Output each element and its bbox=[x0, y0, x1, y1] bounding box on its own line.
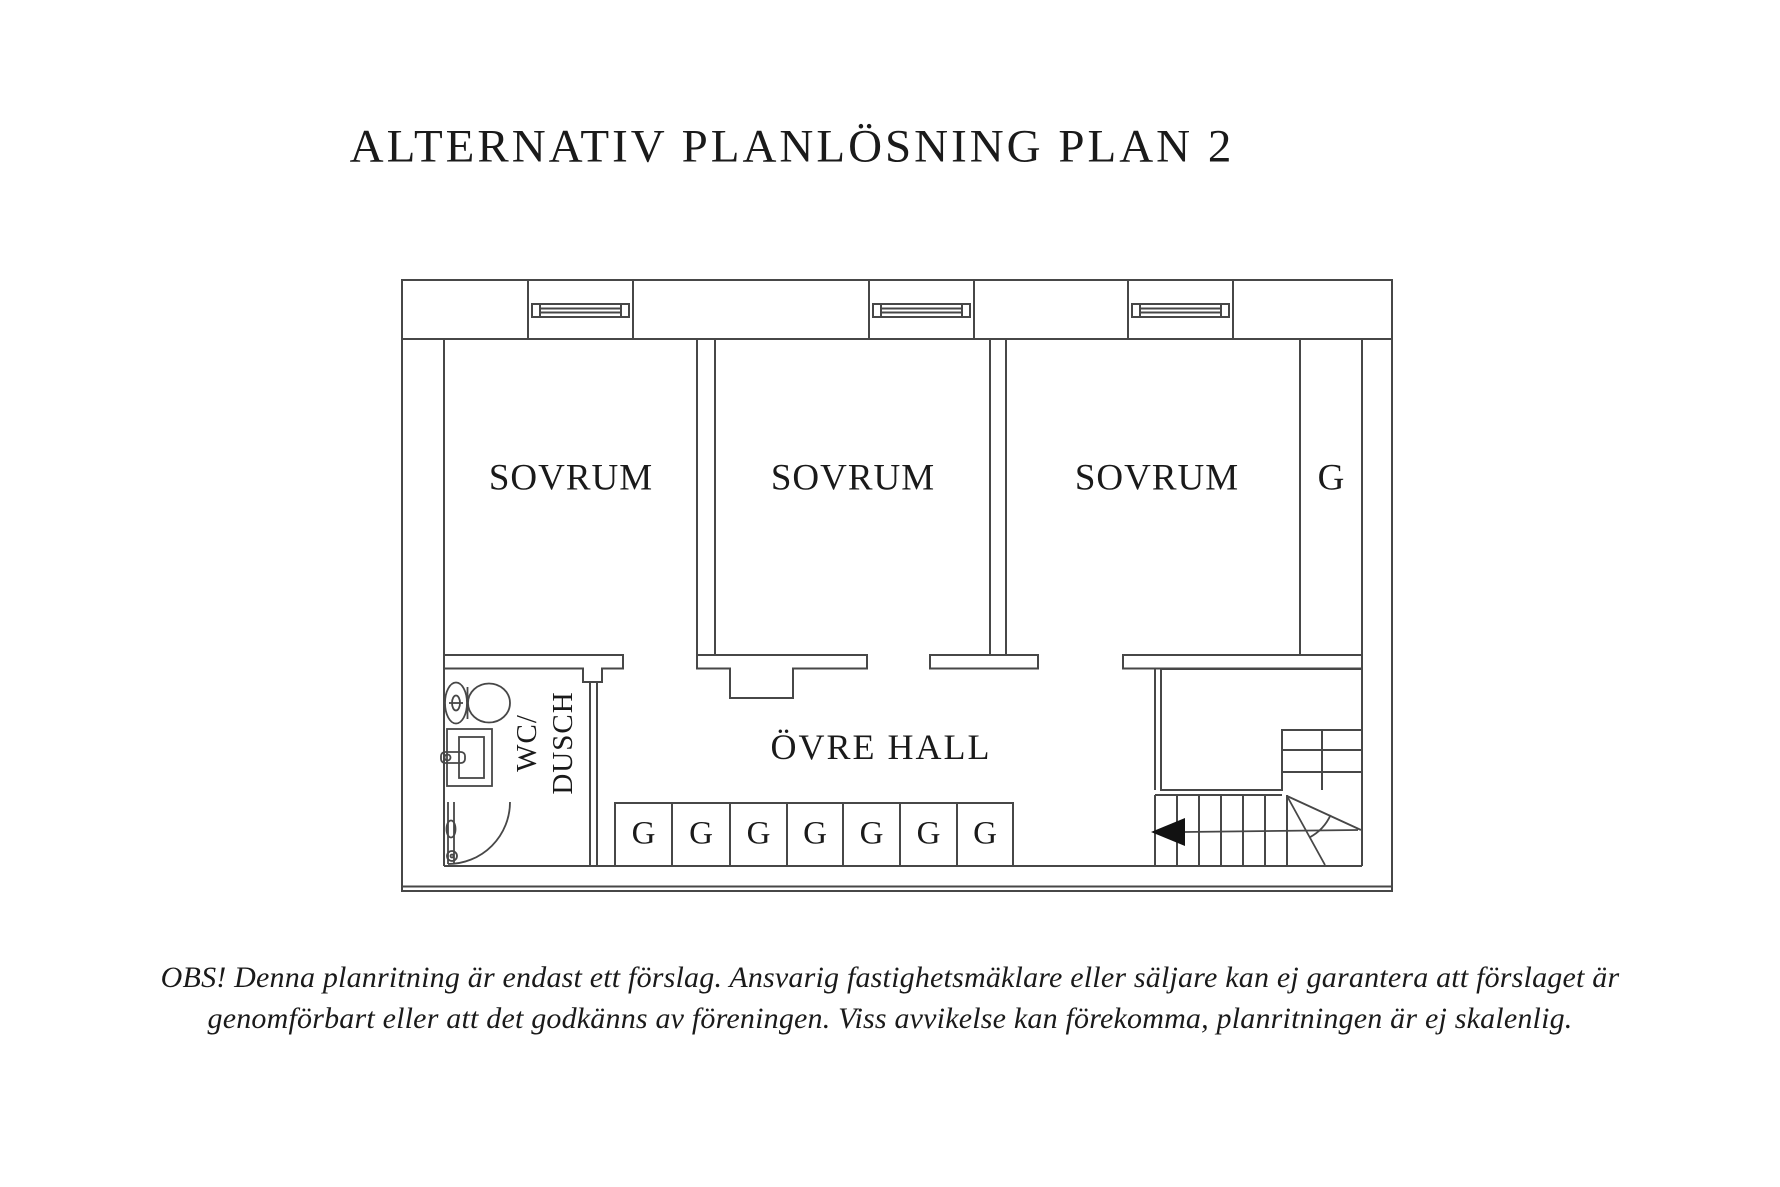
room-label-wardrobe-tall: G bbox=[1317, 457, 1345, 499]
wardrobe-cell-label-1: G bbox=[631, 815, 656, 852]
room-label-wc-dusch: WC/DUSCH bbox=[509, 691, 582, 794]
shower-icon bbox=[445, 801, 511, 865]
wardrobe-cell-label-7: G bbox=[973, 815, 997, 852]
disclaimer-line-1: OBS! Denna planritning är endast ett för… bbox=[160, 961, 1620, 994]
staircase bbox=[1151, 668, 1363, 866]
sink-icon bbox=[440, 728, 493, 787]
disclaimer-line-2: genomförbart eller att det godkänns av f… bbox=[207, 1002, 1573, 1035]
wc-label-line1: WC/ bbox=[510, 714, 543, 772]
toilet-icon bbox=[444, 681, 511, 725]
wc-label-line2: DUSCH bbox=[547, 691, 579, 795]
room-label-hall: ÖVRE HALL bbox=[770, 727, 992, 767]
wardrobe-cell-label-5: G bbox=[859, 815, 884, 852]
wardrobe-cell-label-2: G bbox=[689, 815, 713, 852]
room-label-bedroom-right: SOVRUM bbox=[1074, 457, 1240, 499]
window-2-icon bbox=[872, 303, 971, 318]
partition-walls bbox=[443, 339, 1363, 866]
window-1-icon bbox=[531, 303, 630, 318]
wardrobe-cell-label-6: G bbox=[916, 815, 941, 852]
page-title: ALTERNATIV PLANLÖSNING PLAN 2 bbox=[349, 120, 1235, 173]
wardrobe-cell-label-4: G bbox=[803, 815, 827, 852]
room-label-bedroom-middle: SOVRUM bbox=[770, 457, 936, 499]
window-bays bbox=[527, 280, 1234, 339]
room-label-bedroom-left: SOVRUM bbox=[488, 457, 654, 499]
wardrobe-cell-label-3: G bbox=[746, 815, 771, 852]
wardrobe-row-grid bbox=[614, 802, 1014, 867]
stair-direction-arrow-icon bbox=[1151, 818, 1185, 846]
window-3-icon bbox=[1131, 303, 1230, 318]
